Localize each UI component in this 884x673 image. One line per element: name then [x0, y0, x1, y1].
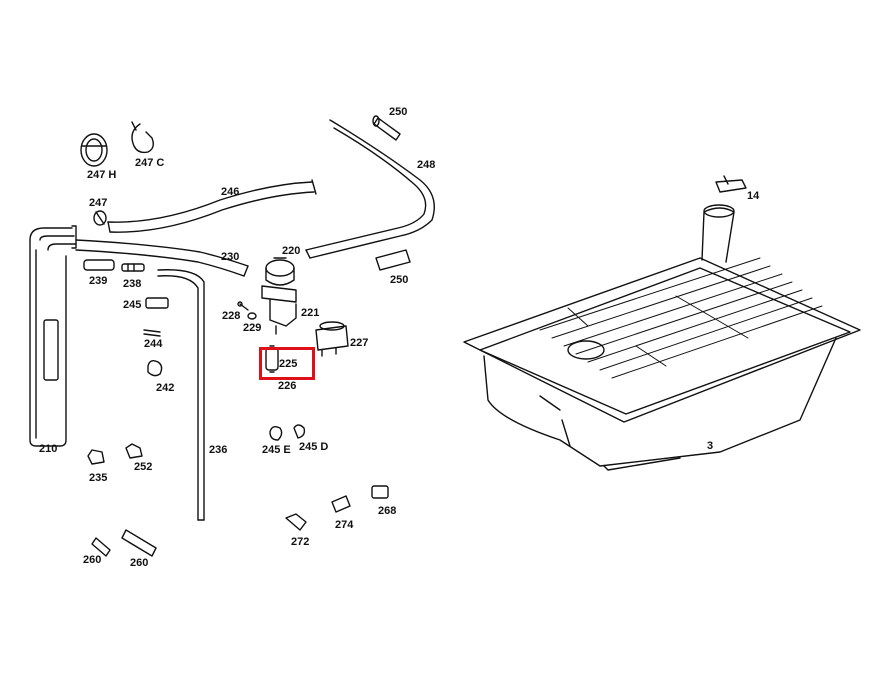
- part-label-238[interactable]: 238: [123, 278, 142, 290]
- clip-247c[interactable]: [131, 121, 155, 154]
- pin-244[interactable]: [143, 329, 161, 337]
- sleeve-239[interactable]: [83, 259, 115, 271]
- part-label-228[interactable]: 228: [222, 310, 241, 322]
- part-label-246[interactable]: 246: [221, 186, 240, 198]
- clamp-245d[interactable]: [293, 424, 306, 439]
- sleeve-274[interactable]: [331, 495, 351, 513]
- part-label-274[interactable]: 274: [335, 519, 354, 531]
- part-label-14[interactable]: 14: [747, 190, 760, 202]
- part-label-235[interactable]: 235: [89, 472, 108, 484]
- part-label-250-upper[interactable]: 250: [389, 106, 408, 118]
- bracket-221[interactable]: [269, 299, 297, 335]
- part-label-3[interactable]: 3: [707, 440, 714, 452]
- grommet-268[interactable]: [371, 485, 389, 499]
- bolt-228[interactable]: [237, 301, 249, 311]
- part-label-260b[interactable]: 260: [130, 557, 149, 569]
- part-label-247h[interactable]: 247 H: [87, 169, 117, 181]
- part-label-242[interactable]: 242: [156, 382, 175, 394]
- washer-229[interactable]: [247, 312, 257, 320]
- part-label-245d[interactable]: 245 D: [299, 441, 329, 453]
- highlight-box: [259, 347, 315, 380]
- part-label-245[interactable]: 245: [123, 299, 142, 311]
- part-label-239[interactable]: 239: [89, 275, 108, 287]
- clip-247[interactable]: [93, 210, 107, 226]
- clip-14[interactable]: [715, 175, 747, 193]
- clamp-247h[interactable]: [80, 133, 108, 167]
- part-label-227[interactable]: 227: [350, 337, 369, 349]
- part-label-248[interactable]: 248: [417, 159, 436, 171]
- filler-hose-210[interactable]: [29, 225, 77, 447]
- part-label-272[interactable]: 272: [291, 536, 310, 548]
- part-label-230[interactable]: 230: [221, 251, 240, 263]
- hose-230[interactable]: [75, 239, 249, 277]
- sleeve-250-upper[interactable]: [372, 115, 401, 141]
- plug-260b[interactable]: [121, 529, 157, 557]
- clamp-245e[interactable]: [269, 425, 283, 441]
- part-label-220[interactable]: 220: [282, 245, 301, 257]
- clip-272[interactable]: [285, 513, 307, 531]
- part-label-252[interactable]: 252: [134, 461, 153, 473]
- pipe-248[interactable]: [305, 119, 435, 259]
- part-label-221[interactable]: 221: [301, 307, 320, 319]
- sleeve-250-lower[interactable]: [375, 249, 411, 271]
- clamp-242[interactable]: [147, 359, 163, 377]
- part-label-250-lower[interactable]: 250: [390, 274, 409, 286]
- part-label-247c[interactable]: 247 C: [135, 157, 165, 169]
- pipe-236[interactable]: [157, 269, 205, 521]
- relay-227[interactable]: [315, 321, 349, 357]
- part-label-229[interactable]: 229: [243, 322, 262, 334]
- part-label-268[interactable]: 268: [378, 505, 397, 517]
- part-label-225[interactable]: 225: [279, 358, 298, 370]
- part-label-244[interactable]: 244: [144, 338, 163, 350]
- part-label-260a[interactable]: 260: [83, 554, 102, 566]
- part-label-226[interactable]: 226: [278, 380, 297, 392]
- part-label-236[interactable]: 236: [209, 444, 228, 456]
- clip-252[interactable]: [125, 443, 143, 459]
- fuel-tank-3[interactable]: [463, 204, 861, 471]
- plug-260a[interactable]: [91, 537, 111, 557]
- sleeve-238[interactable]: [121, 263, 145, 272]
- fuel-pump-220[interactable]: [261, 257, 297, 303]
- part-label-247[interactable]: 247: [89, 197, 108, 209]
- part-label-210[interactable]: 210: [39, 443, 58, 455]
- sleeve-245[interactable]: [145, 297, 169, 309]
- part-label-245e[interactable]: 245 E: [262, 444, 291, 456]
- hose-246[interactable]: [107, 179, 317, 233]
- clip-235[interactable]: [87, 449, 105, 465]
